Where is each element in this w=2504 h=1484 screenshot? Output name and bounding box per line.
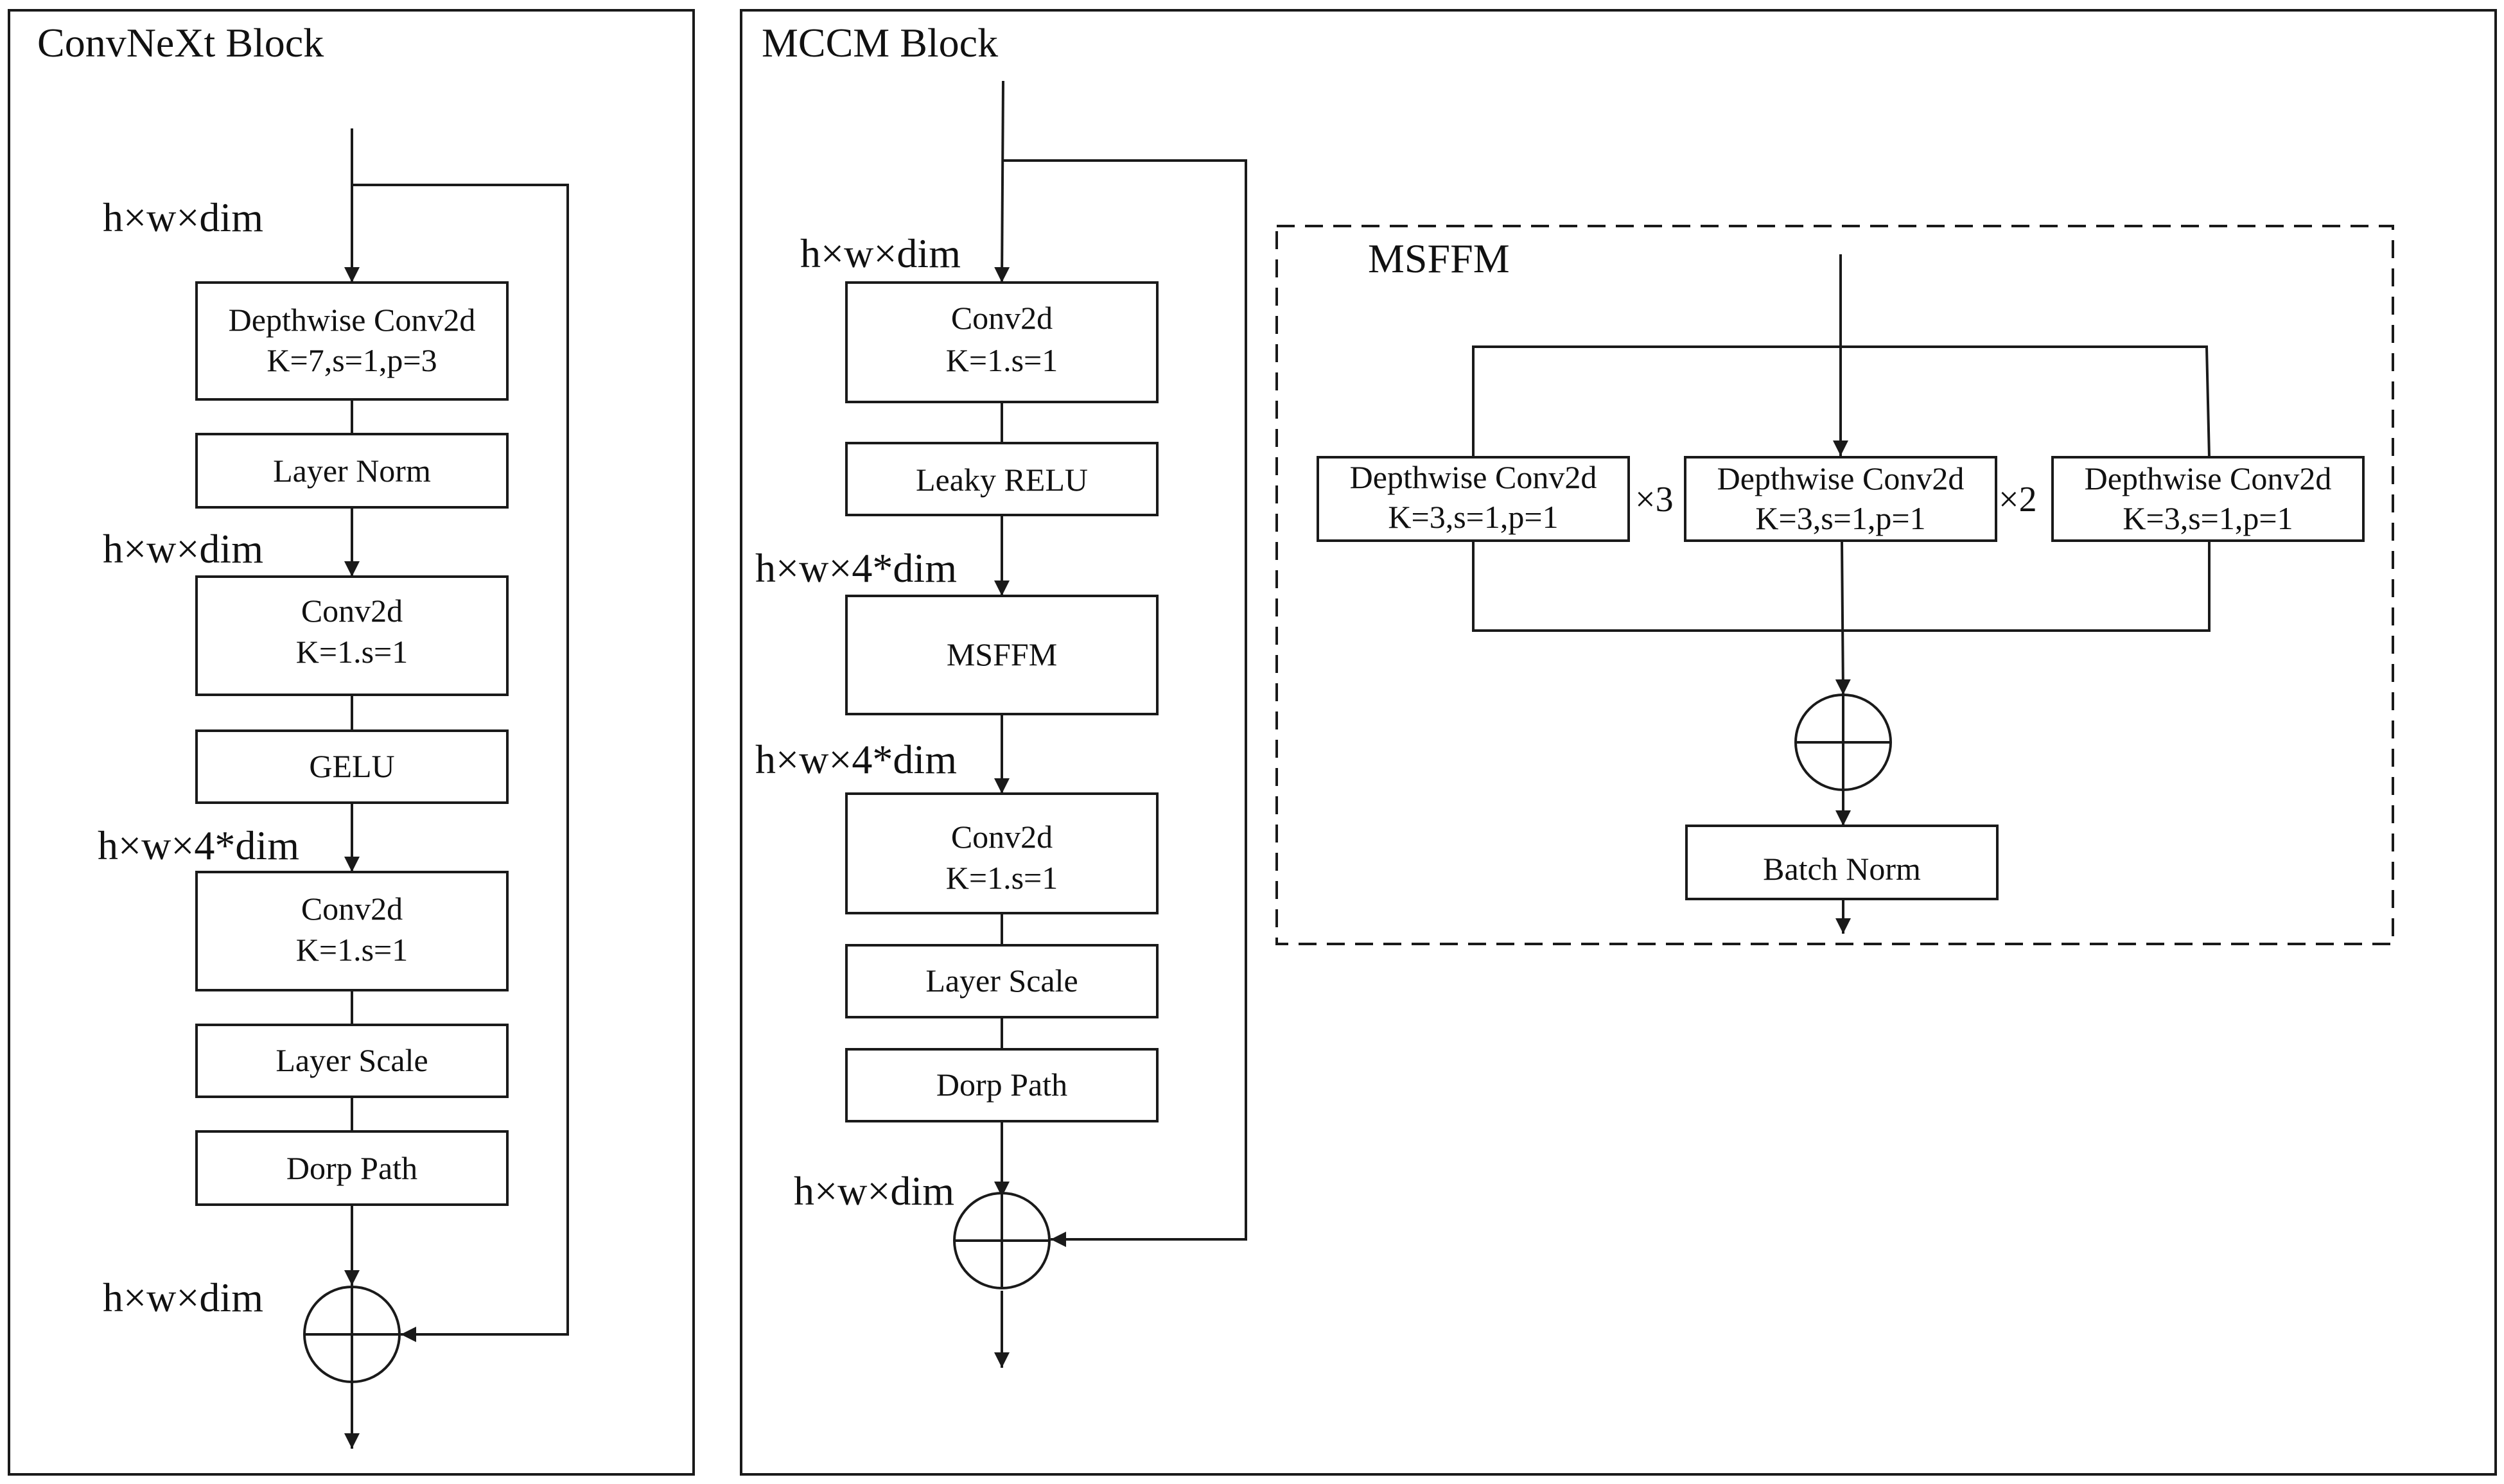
convnext-dwconv-line1: Depthwise Conv2d	[229, 302, 476, 338]
msffm-branch-line2: K=3,s=1,p=1	[1755, 500, 1925, 536]
msffm-branch-line2: K=3,s=1,p=1	[1388, 499, 1558, 535]
mccm-conv1-line2: K=1.s=1	[946, 342, 1058, 378]
msffm-branch-line2: K=3,s=1,p=1	[2123, 500, 2293, 536]
convnext-conv2-line2: K=1.s=1	[296, 932, 408, 968]
convnext-conv1-box: Conv2d K=1.s=1	[195, 575, 509, 696]
mccm-add-node	[953, 1192, 1051, 1289]
mccm-conv2-line2: K=1.s=1	[946, 860, 1058, 896]
msffm-title: MSFFM	[1368, 236, 1510, 281]
msffm-batch-norm-label: Batch Norm	[1763, 851, 1921, 887]
convnext-dim-label: h×w×dim	[103, 195, 263, 240]
mccm-msffm-label: MSFFM	[947, 636, 1057, 672]
msffm-branch-line1: Depthwise Conv2d	[2085, 460, 2332, 496]
mccm-input-arrow	[994, 80, 1010, 283]
mccm-layer-scale-label: Layer Scale	[925, 963, 1078, 999]
msffm-split-line	[1472, 345, 2211, 458]
msffm-multiplier: ×3	[1635, 480, 1674, 519]
convnext-layer-scale-box: Layer Scale	[195, 1024, 509, 1098]
msffm-branch-box: Depthwise Conv2d K=3,s=1,p=1	[1317, 456, 1630, 542]
mccm-msffm-box: MSFFM	[845, 595, 1159, 715]
mccm-leaky-relu-box: Leaky RELU	[845, 442, 1159, 516]
msffm-batch-norm-box: Batch Norm	[1685, 825, 1999, 900]
msffm-merge-arrow	[1835, 540, 1851, 695]
mccm-frame	[740, 9, 2497, 1476]
mccm-conv2-line1: Conv2d	[951, 819, 1053, 855]
mccm-conv1-box: Conv2d K=1.s=1	[845, 281, 1159, 403]
convnext-conv1-line1: Conv2d	[301, 593, 403, 629]
convnext-layer-norm-box: Layer Norm	[195, 433, 509, 509]
msffm-branch-box: Depthwise Conv2d K=3,s=1,p=1	[1684, 456, 1997, 542]
msffm-branch-line1: Depthwise Conv2d	[1717, 460, 1965, 496]
convnext-dwconv-line2: K=7,s=1,p=3	[267, 342, 437, 378]
convnext-drop-path-label: Dorp Path	[286, 1150, 417, 1186]
msffm-branch-line1: Depthwise Conv2d	[1350, 459, 1597, 495]
convnext-residual-arrow	[352, 184, 569, 1342]
convnext-block: ConvNeXt Block Depthwise Conv2d K=7,s=1,…	[8, 9, 695, 1476]
convnext-layer-norm-label: Layer Norm	[273, 453, 431, 489]
mccm-dim-label: h×w×4*dim	[755, 737, 957, 782]
convnext-frame	[8, 9, 695, 1476]
convnext-gelu-box: GELU	[195, 729, 509, 804]
convnext-title: ConvNeXt Block	[37, 20, 324, 65]
mccm-layer-scale-box: Layer Scale	[845, 944, 1159, 1018]
mccm-residual-arrow	[1003, 159, 1247, 1247]
mccm-conv1-line1: Conv2d	[951, 300, 1053, 336]
convnext-dim-label: h×w×dim	[103, 526, 263, 572]
msffm-add-node	[1794, 694, 1892, 791]
msffm-detail: MSFFM Depthwise Conv2d K=3,s=1,p=1 Depth…	[1275, 225, 2394, 945]
mccm-conv2-box: Conv2d K=1.s=1	[845, 792, 1159, 914]
mccm-drop-path-box: Dorp Path	[845, 1048, 1159, 1122]
convnext-dim-label: h×w×4*dim	[98, 823, 299, 868]
mccm-dim-label: h×w×dim	[794, 1168, 954, 1214]
msffm-merge-line	[1472, 541, 2211, 632]
convnext-conv2-box: Conv2d K=1.s=1	[195, 871, 509, 991]
convnext-dwconv-box: Depthwise Conv2d K=7,s=1,p=3	[195, 281, 509, 401]
msffm-multiplier: ×2	[1999, 480, 2037, 519]
convnext-conv1-line2: K=1.s=1	[296, 634, 408, 670]
convnext-layer-scale-label: Layer Scale	[276, 1042, 428, 1078]
mccm-block: MCCM Block Conv2d K=1.s=1 Leaky RELU MSF…	[740, 9, 2497, 1476]
convnext-conv2-line1: Conv2d	[301, 891, 403, 927]
mccm-dim-label: h×w×4*dim	[755, 545, 957, 591]
convnext-gelu-label: GELU	[309, 748, 394, 784]
convnext-drop-path-box: Dorp Path	[195, 1130, 509, 1206]
mccm-title: MCCM Block	[762, 20, 998, 65]
mccm-drop-path-label: Dorp Path	[936, 1067, 1067, 1103]
convnext-add-node	[303, 1286, 401, 1383]
msffm-branch-box: Depthwise Conv2d K=3,s=1,p=1	[2051, 456, 2365, 542]
msffm-dashed-frame	[1275, 225, 2394, 945]
convnext-dim-label: h×w×dim	[103, 1275, 263, 1320]
mccm-dim-label: h×w×dim	[800, 231, 961, 276]
mccm-leaky-relu-label: Leaky RELU	[916, 462, 1088, 498]
